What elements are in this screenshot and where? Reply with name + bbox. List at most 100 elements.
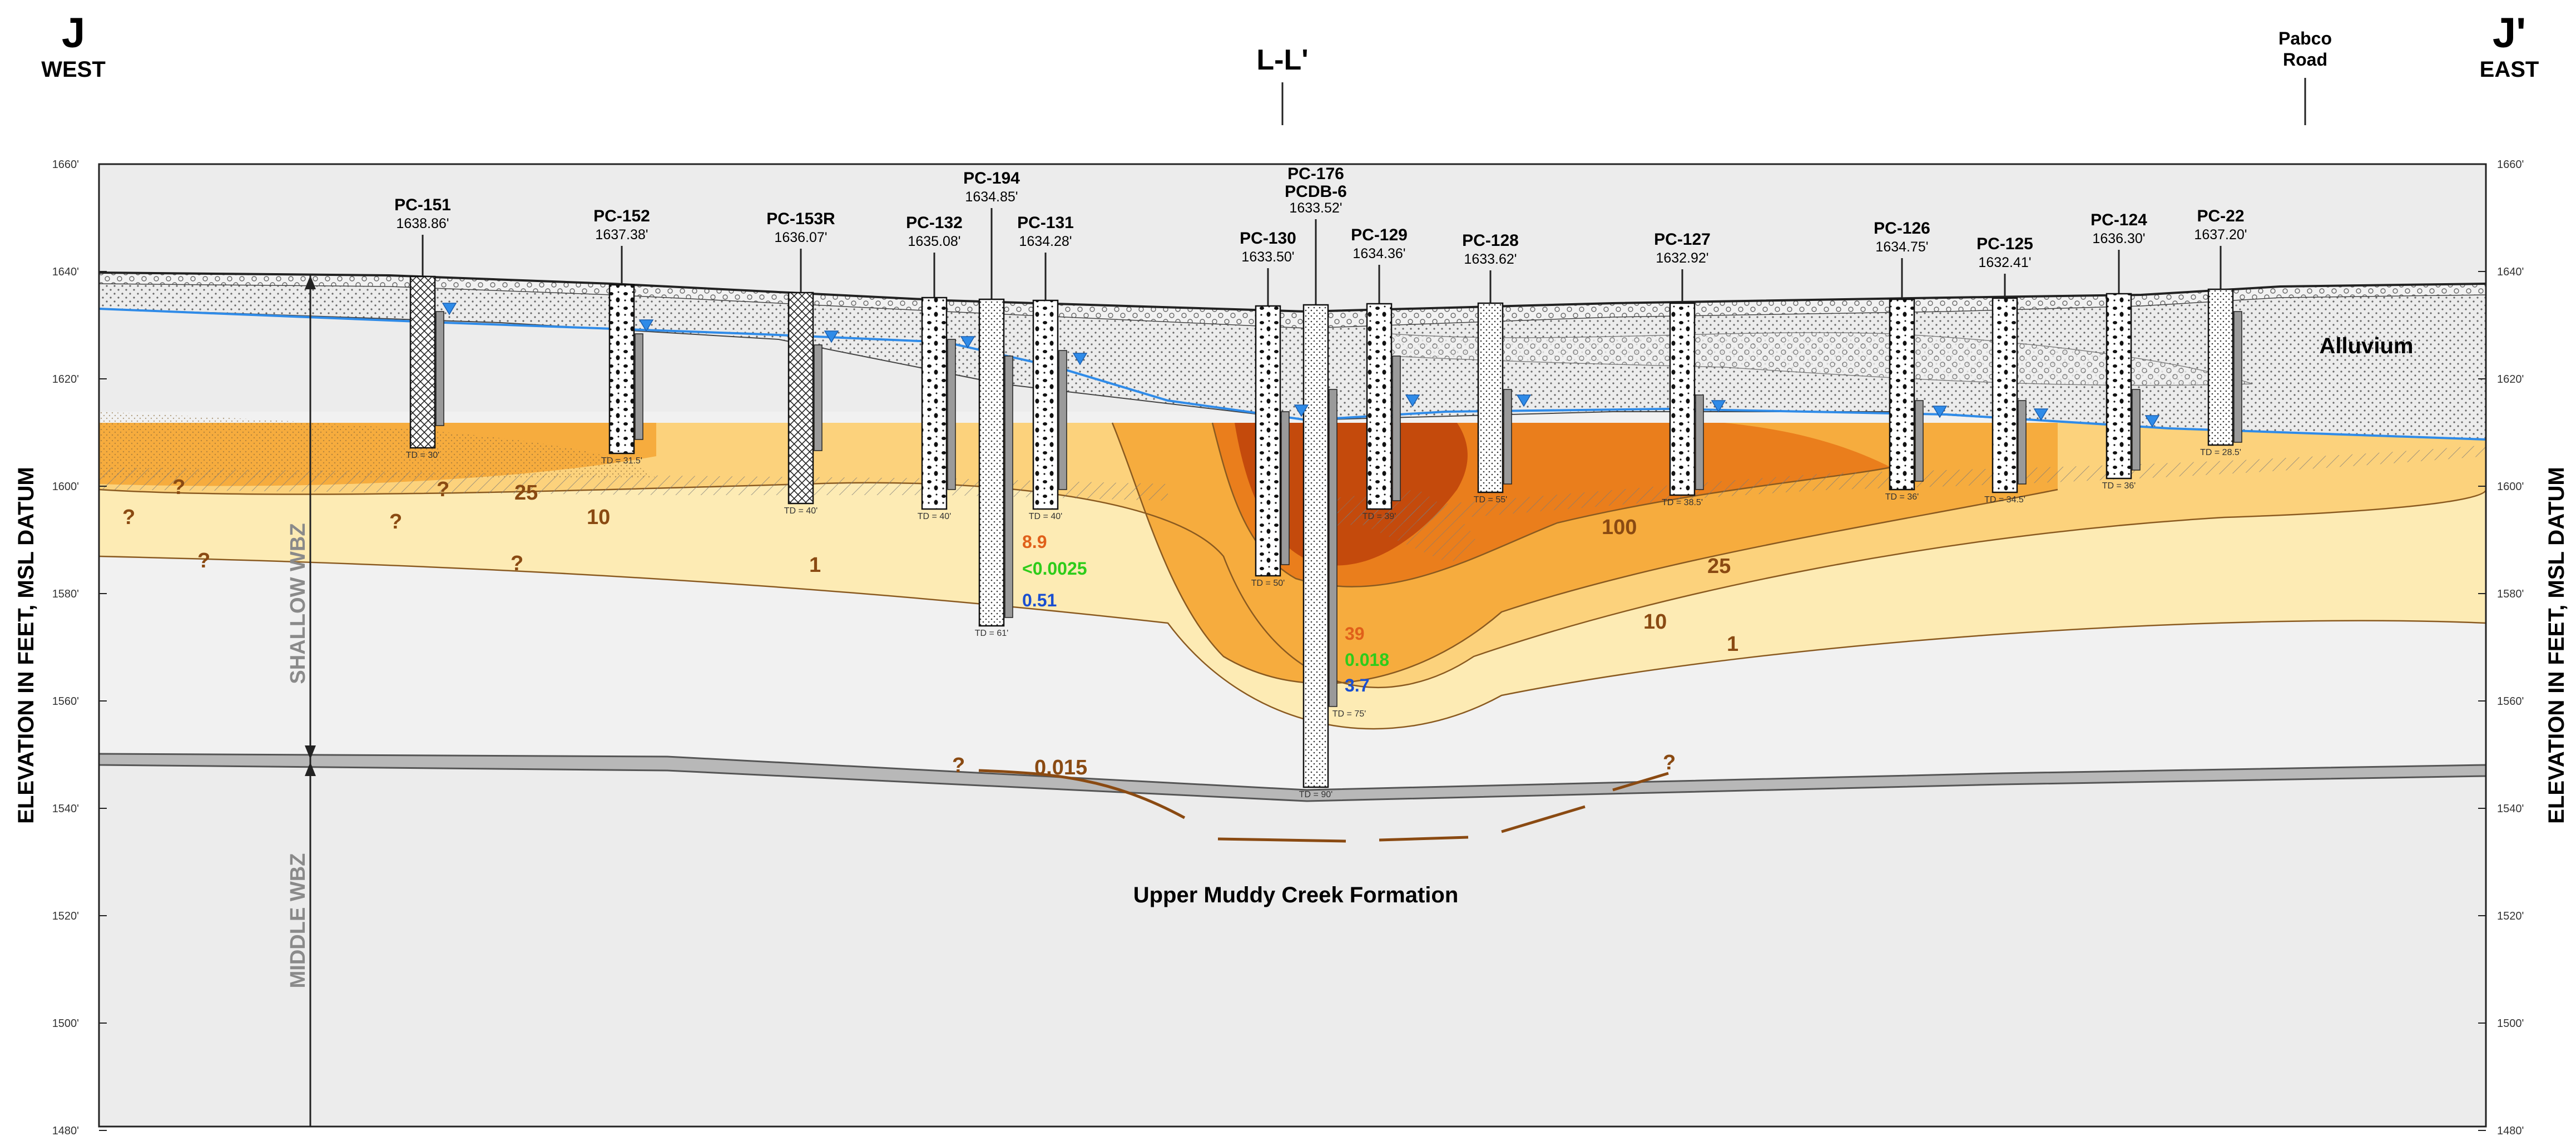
well-total-depth-alt: TD = 75' [1332,709,1366,719]
conc-pc176-1: 39 [1345,624,1365,644]
tick-label-right: 1500' [2497,1017,2524,1030]
contour-label-1-west: 1 [809,554,821,577]
well-elevation: 1635.08' [908,234,960,249]
tick-label-left: 1600' [52,481,79,493]
well-screen [1004,355,1013,618]
conc-pc194-3: 0.51 [1022,590,1057,610]
tick-label-left: 1480' [52,1125,79,1137]
well-total-depth: TD = 31.5' [601,456,642,466]
well-total-depth: TD = 39' [1363,512,1396,521]
water-level-marker [1294,404,1309,417]
tick-label-left: 1640' [52,266,79,278]
conc-pc194-2: <0.0025 [1022,559,1087,579]
well-elevation: 1634.28' [1019,234,1072,249]
contour-label-q4: ? [389,510,402,534]
conc-pc194-1: 8.9 [1022,532,1047,552]
well-elevation: 1638.86' [396,216,449,231]
pabco-road-label-1: Pabco [2278,28,2332,48]
alluvium-label: Alluvium [2320,334,2414,358]
well-elevation: 1633.50' [1241,249,1294,265]
well-pc-125[interactable]: PC-125 1632.41' TD = 34.5' [1976,235,2033,505]
well-pc-131[interactable]: PC-131 1634.28' TD = 40' [1017,214,1074,521]
well-elevation: 1637.38' [595,227,648,243]
well-name: PC-131 [1017,214,1074,232]
tick-label-right: 1640' [2497,266,2524,278]
well-name: PC-128 [1462,231,1519,250]
contour-label-q7: ? [952,754,965,777]
well-total-depth: TD = 40' [784,506,818,516]
water-level-marker [2144,415,2160,428]
axis-title-left: ELEVATION IN FEET, MSL DATUM [14,467,38,823]
well-name: PC-125 [1976,235,2033,253]
well-elevation: 1633.52' [1289,200,1342,216]
tick-label-left: 1660' [52,159,79,171]
formation-label: Upper Muddy Creek Formation [1133,883,1459,907]
well-total-depth: TD = 40' [1029,512,1062,521]
contour-label-0015: 0.015 [1034,756,1087,779]
contour-label-q3: ? [122,506,135,529]
section-frame [98,163,2487,1128]
well-screen [2018,400,2027,485]
well-name: PC-126 [1874,219,1930,238]
well-screen [814,344,823,451]
water-level-marker [1711,400,1726,413]
contour-label-q8: ? [1663,751,1676,774]
well-total-depth: TD = 90' [1299,790,1332,799]
axis-title-right: ELEVATION IN FEET, MSL DATUM [2544,467,2569,823]
well-name-alt: PCDB-6 [1285,182,1347,201]
well-elevation: 1632.92' [1656,250,1708,266]
well-total-depth: TD = 34.5' [1984,495,2025,505]
well-lithology-column [787,292,814,505]
well-name: PC-176 [1287,165,1344,183]
tick-label-right: 1560' [2497,695,2524,708]
water-level-marker [1932,406,1948,418]
contour-label-100: 100 [1602,516,1637,539]
well-lithology-column [1255,305,1281,577]
well-elevation: 1632.41' [1978,255,2031,270]
water-level-marker [1072,353,1088,365]
shallow-wbz-arrow-bottom [305,745,316,759]
well-name: PC-153R [766,210,835,228]
tick-label-left: 1520' [52,910,79,922]
tick-label-left: 1500' [52,1017,79,1030]
clay-layer-west [99,467,1168,501]
contour-label-25-east: 25 [1707,555,1731,578]
conc-pc176-2: 0.018 [1345,650,1389,670]
well-name: PC-151 [394,196,451,214]
tick-label-left: 1540' [52,803,79,815]
well-screen [2233,311,2242,443]
well-lithology-column [1992,297,2018,493]
well-total-depth: TD = 40' [918,512,951,521]
tick-label-left: 1560' [52,695,79,708]
contour-line-0015-dash [1217,772,1669,843]
water-level-marker [638,319,654,332]
section-end-left-direction: WEST [41,57,106,82]
alluvium-gravel-lens [1390,332,2253,386]
well-name: PC-130 [1240,229,1296,248]
elevation-axis-right: 1660'1640'1620'1600'1580'1560'1540'1520'… [2478,159,2524,1137]
well-total-depth: TD = 28.5' [2200,448,2241,457]
well-lithology-column [921,297,948,510]
well-lithology-column [1302,304,1329,788]
well-screen [947,339,956,490]
tick-label-right: 1480' [2497,1125,2524,1137]
tick-label-right: 1620' [2497,373,2524,386]
well-lithology-column [1366,303,1393,510]
well-lithology-column [2207,288,2234,446]
well-name: PC-124 [2090,211,2147,229]
